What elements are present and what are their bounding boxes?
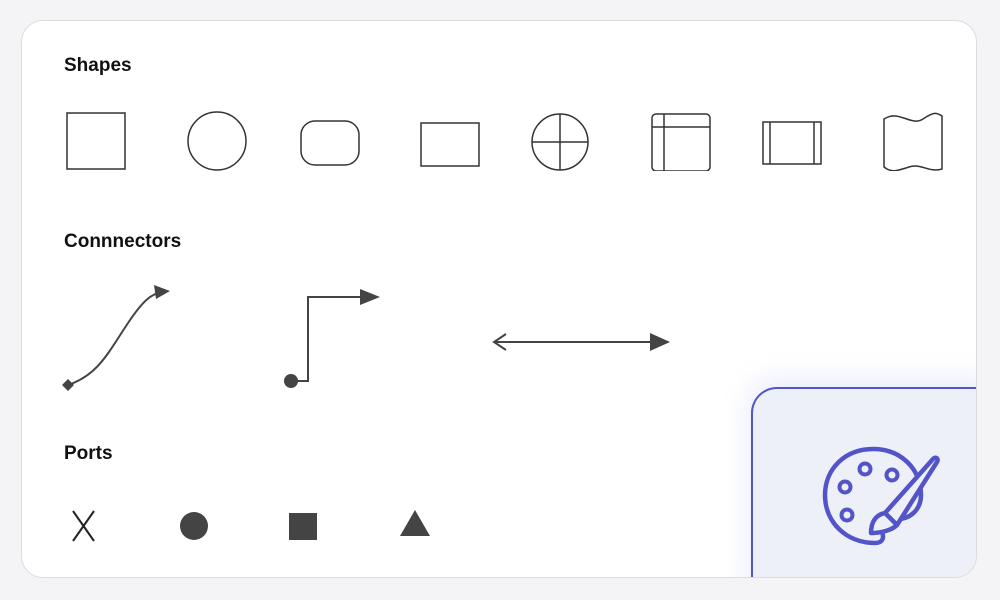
predefined-process-shape[interactable] [760, 107, 824, 171]
circle-port[interactable] [178, 505, 210, 550]
triangle-port[interactable] [398, 505, 432, 550]
circle-shape[interactable] [185, 107, 249, 171]
ports-heading: Ports [64, 443, 113, 464]
crossed-circle-shape[interactable] [528, 107, 592, 171]
square-port[interactable] [288, 505, 318, 550]
palette-icon [822, 446, 940, 546]
bezier-connector[interactable] [58, 283, 178, 400]
rectangle-shape[interactable] [418, 107, 482, 171]
internal-storage-shape[interactable] [649, 107, 713, 171]
wave-document-shape[interactable] [881, 107, 945, 171]
straight-bidirectional-connector[interactable] [488, 327, 674, 362]
shapes-heading: Shapes [64, 55, 132, 76]
x-port[interactable] [70, 505, 98, 550]
theme-palette-button[interactable] [751, 387, 976, 577]
square-shape[interactable] [64, 107, 128, 171]
symbol-palette-card: Shapes Connnect [21, 20, 977, 578]
connectors-heading: Connnectors [64, 231, 182, 252]
orthogonal-connector[interactable] [280, 285, 384, 396]
rounded-rectangle-shape[interactable] [298, 107, 362, 171]
